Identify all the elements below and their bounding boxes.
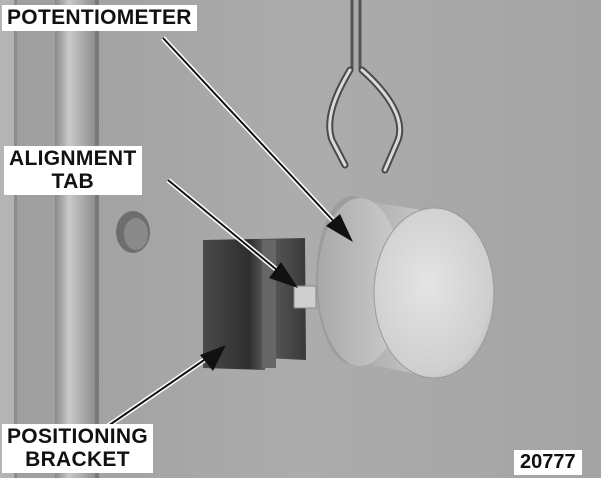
alignment-tab-label: ALIGNMENT TAB [4, 146, 142, 195]
vertical-tube [55, 0, 95, 478]
panel-edge [0, 0, 14, 478]
wire-loop-highlight [328, 68, 402, 172]
alignment-tab-arrowhead [269, 262, 298, 288]
bracket-bend [262, 240, 276, 368]
alignment-tab-label-line1: ALIGNMENT [9, 147, 137, 170]
potentiometer-face [373, 207, 495, 379]
positioning-bracket-arrowhead [200, 345, 226, 371]
vertical-tube-shadow [95, 0, 99, 478]
potentiometer-label: POTENTIOMETER [2, 5, 197, 31]
positioning-bracket-label-line1: POSITIONING [7, 425, 148, 448]
figure-number: 20777 [514, 450, 582, 475]
leader-lines [106, 36, 353, 429]
positioning-bracket-label: POSITIONING BRACKET [2, 424, 153, 473]
alignment-tab [293, 285, 317, 309]
alignment-tab-label-line2: TAB [51, 170, 95, 193]
mounting-hole-inner [124, 218, 148, 250]
positioning-bracket-label-line2: BRACKET [25, 448, 130, 471]
panel-edge-shadow [14, 0, 17, 478]
potentiometer-label-text: POTENTIOMETER [7, 6, 192, 29]
potentiometer-wire [350, 0, 362, 70]
potentiometer-arrowhead [326, 214, 353, 242]
